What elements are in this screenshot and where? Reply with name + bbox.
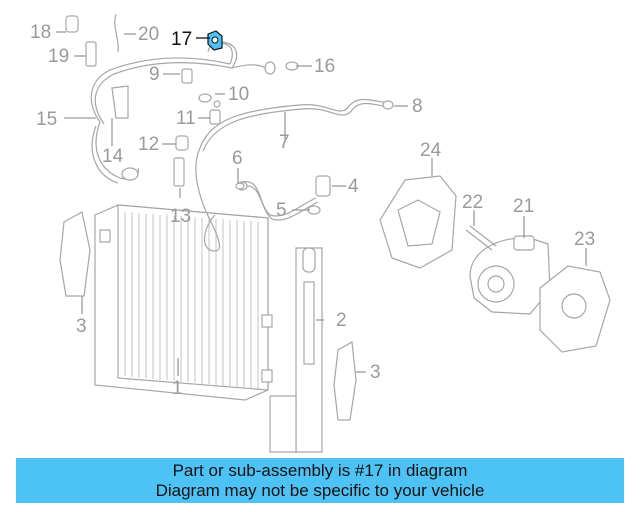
callout-22: 22 — [462, 192, 483, 213]
callout-8: 8 — [412, 96, 423, 117]
callout-18: 18 — [30, 22, 51, 43]
callout-24: 24 — [420, 140, 442, 161]
callout-10: 10 — [228, 84, 249, 105]
callout-labels: 17 18 19 20 9 10 11 12 13 14 15 16 8 7 6… — [30, 22, 595, 399]
info-banner: Part or sub-assembly is #17 in diagram D… — [16, 458, 624, 503]
callout-16: 16 — [314, 56, 335, 77]
callout-17: 17 — [171, 29, 192, 50]
callout-2: 2 — [336, 310, 347, 331]
banner-line-2: Diagram may not be specific to your vehi… — [155, 480, 485, 500]
leader-lines — [56, 31, 587, 376]
callout-3-right: 3 — [370, 362, 381, 383]
callout-4: 4 — [348, 176, 359, 197]
callout-5: 5 — [276, 200, 287, 221]
callout-6: 6 — [232, 148, 243, 169]
ac-lines — [90, 41, 394, 252]
callout-7: 7 — [279, 132, 290, 153]
callout-21: 21 — [513, 196, 534, 217]
callout-15: 15 — [36, 109, 57, 130]
receiver-drier-part-2 — [269, 247, 323, 453]
callout-23: 23 — [574, 229, 595, 250]
banner-line-1: Part or sub-assembly is #17 in diagram — [172, 460, 468, 480]
callout-20: 20 — [138, 24, 159, 45]
callout-9: 9 — [149, 64, 160, 85]
callout-3-left: 3 — [76, 316, 87, 337]
parts-diagram: 17 18 19 20 9 10 11 12 13 14 15 16 8 7 6… — [30, 13, 611, 453]
callout-1: 1 — [172, 378, 183, 399]
highlighted-part-17 — [207, 30, 223, 51]
bracket-part-3 — [59, 211, 357, 421]
callout-11: 11 — [176, 108, 196, 129]
callout-14: 14 — [102, 146, 124, 167]
condenser-part-1 — [94, 204, 273, 401]
callout-19: 19 — [48, 46, 69, 67]
callout-13: 13 — [170, 206, 191, 227]
compressor-components — [379, 175, 611, 353]
callout-12: 12 — [138, 134, 159, 155]
